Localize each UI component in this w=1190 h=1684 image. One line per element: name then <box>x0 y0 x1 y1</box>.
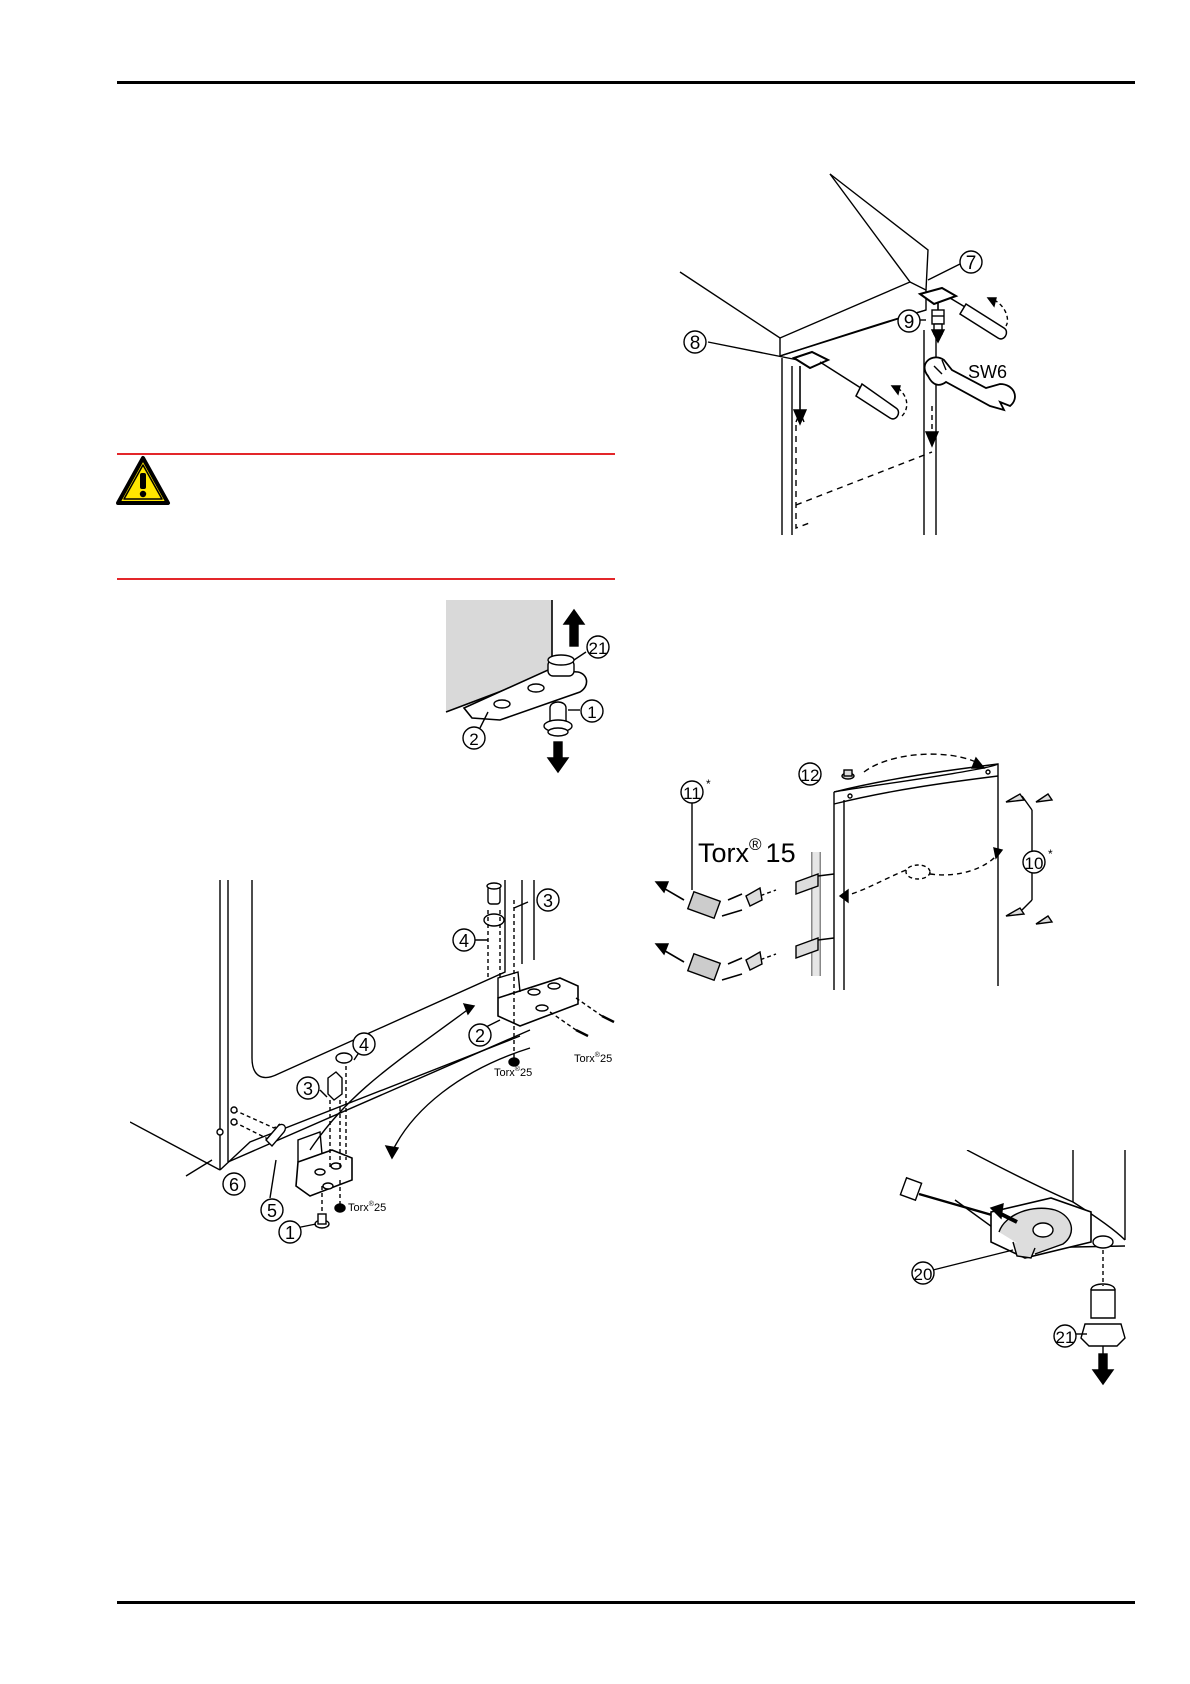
callout-21-number: 21 <box>589 639 608 658</box>
callout-3-upper: 3 <box>543 891 553 911</box>
warning-top-line <box>117 453 615 455</box>
callout-9-number: 9 <box>904 312 915 333</box>
callout-3-lower: 3 <box>303 1079 313 1099</box>
bottom-hinge-figure: 3 4 2 4 3 6 5 1 Torx®25 Torx®25 Torx®25 <box>130 880 630 1300</box>
callout-6: 6 <box>229 1175 239 1195</box>
callout-21-number: 21 <box>1056 1328 1075 1347</box>
torx-15-label: Torx®15 <box>698 835 796 868</box>
callout-8 <box>683 330 707 354</box>
callout-1-number: 1 <box>587 703 596 722</box>
warning-triangle-icon <box>115 455 171 507</box>
torx-label-right: Torx®25 <box>574 1051 612 1065</box>
torx-label-middle: Torx®25 <box>494 1065 532 1079</box>
top-hinge-figure: 7 8 9 SW6 <box>670 170 1070 540</box>
foot-figure: 21 2 1 <box>440 600 630 780</box>
callout-10-number: 10 <box>1025 854 1044 873</box>
callout-20-number: 20 <box>914 1265 933 1284</box>
callout-2-bracket: 2 <box>475 1026 485 1046</box>
callout-12-number: 12 <box>801 766 820 785</box>
callout-11-number: 11 <box>683 784 701 803</box>
footer-rule <box>117 1601 1135 1604</box>
warning-bottom-line <box>117 578 615 580</box>
asterisk-11: * <box>706 777 711 791</box>
wrench-size-label: SW6 <box>968 362 1007 382</box>
callout-8-number: 8 <box>690 333 701 354</box>
callout-7-number: 7 <box>966 253 977 274</box>
callout-7 <box>959 250 983 274</box>
torx-label-lower: Torx®25 <box>348 1200 386 1214</box>
handle-figure: 12 11 10 * * Torx®15 <box>650 750 1070 1010</box>
callout-5: 5 <box>267 1201 277 1221</box>
callout-4-lower: 4 <box>359 1035 369 1055</box>
callout-9 <box>897 309 921 333</box>
latch-figure: 20 21 <box>895 1150 1135 1400</box>
callout-4-upper: 4 <box>459 931 469 951</box>
header-rule <box>117 81 1135 84</box>
callout-1-screw: 1 <box>285 1223 295 1243</box>
callout-2-number: 2 <box>469 730 478 749</box>
asterisk-10: * <box>1048 847 1053 861</box>
